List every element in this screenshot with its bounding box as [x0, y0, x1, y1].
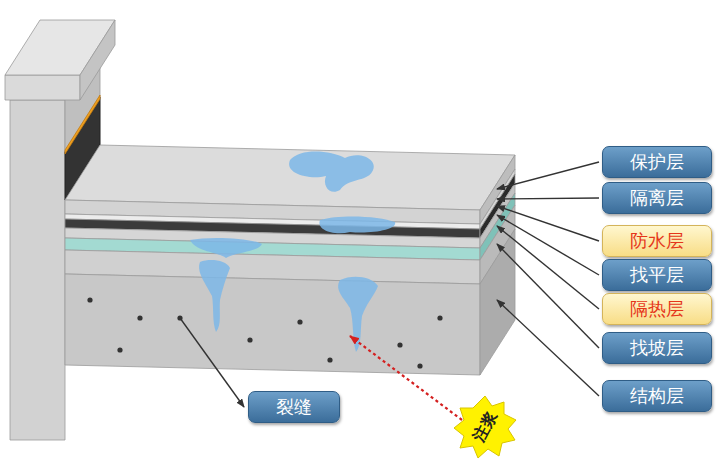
- highlight-label: 隔热层: [602, 293, 712, 325]
- label-text: 裂缝: [276, 397, 312, 417]
- highlight-label: 防水层: [602, 225, 712, 257]
- grout-hole: [117, 347, 122, 352]
- grout-hole: [87, 297, 92, 302]
- leader-arrow: [497, 300, 599, 396]
- structure-layer: [480, 229, 515, 375]
- water-patch: [199, 260, 230, 332]
- leader-arrow: [497, 215, 599, 275]
- layer-label: 隔离层: [602, 182, 712, 214]
- water-patch: [289, 152, 374, 192]
- water-patch: [338, 277, 378, 352]
- leader-arrow: [497, 198, 599, 199]
- water-patch: [319, 216, 395, 233]
- grout-hole: [397, 342, 402, 347]
- label-text: 隔离层: [630, 188, 684, 208]
- grout-hole: [417, 363, 422, 368]
- label-text: 保护层: [630, 152, 684, 172]
- layer-label: 找坡层: [602, 332, 712, 364]
- wall-face: [10, 100, 65, 440]
- layer-label: 找平层: [602, 259, 712, 291]
- grout-hole: [137, 315, 142, 320]
- grout-hole: [437, 315, 442, 320]
- leader-arrow: [497, 162, 599, 189]
- label-text: 找坡层: [630, 338, 684, 358]
- label-text: 找平层: [630, 265, 684, 285]
- callout-bubble: 注浆: [452, 394, 518, 460]
- grout-hole: [247, 337, 252, 342]
- bubble-outline: [454, 396, 516, 458]
- layer-label: 裂缝: [248, 391, 340, 423]
- fixing-strip: [65, 95, 100, 154]
- grout-hole: [297, 319, 302, 324]
- parapet-cap-face: [5, 75, 80, 100]
- crack-leader: [180, 318, 244, 407]
- label-text: 隔热层: [630, 299, 684, 319]
- grout-arrow: [350, 336, 462, 420]
- label-text: 结构层: [630, 386, 684, 406]
- label-text: 防水层: [630, 231, 684, 251]
- parapet-cap-side: [80, 20, 115, 100]
- grout-hole: [327, 357, 332, 362]
- water-patch: [190, 238, 262, 258]
- leader-arrow: [497, 244, 599, 348]
- layer-label: 结构层: [602, 380, 712, 412]
- layer-label: 保护层: [602, 146, 712, 178]
- roof-surface: [65, 145, 515, 210]
- structure-layer: [65, 274, 480, 375]
